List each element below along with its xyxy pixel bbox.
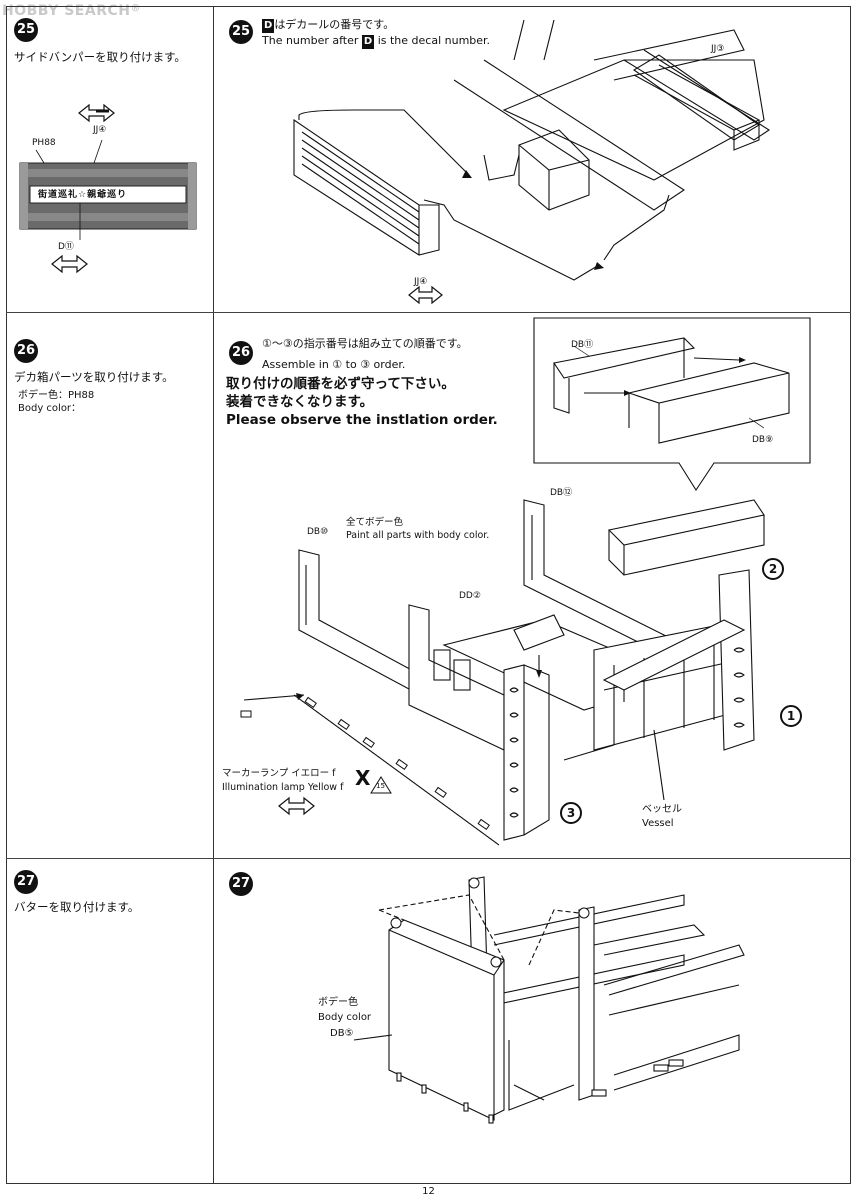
body-color-jp-27: ボデー色 — [318, 997, 358, 1008]
part-label-db5: DB⑤ — [330, 1028, 354, 1039]
vessel-assembly-diagram — [240, 499, 765, 846]
order-marker-2: 2 — [762, 558, 784, 580]
paint-note-jp: 全てボデー色 — [346, 517, 404, 528]
decal-text: 街道巡礼☆親爺巡り — [38, 190, 128, 200]
step-number-27-right: 27 — [229, 872, 253, 896]
decal-note-jp: はデカールの番号です。 — [274, 18, 395, 31]
decal-label-d11: D⑪ — [58, 242, 74, 252]
part-label-jj3: JJ③ — [711, 44, 725, 54]
step-divider-26 — [6, 858, 851, 859]
part-label-db11: DB⑪ — [571, 340, 594, 350]
part-label-db12: DB⑫ — [550, 488, 573, 498]
order-note-en: Assemble in ① to ③ order. — [262, 358, 406, 371]
chassis-bumper-diagram — [293, 19, 771, 305]
part-label-dd2: DD② — [459, 591, 481, 601]
watermark: HOBBY SEARCH® — [2, 3, 141, 19]
step-number-25-right: 25 — [229, 20, 253, 44]
step-number-26: 26 — [14, 339, 38, 363]
warning-triangle-icon — [370, 776, 392, 794]
step-27-instruction: バターを取り付けます。 — [14, 900, 140, 914]
decal-note-en-a: The number after — [262, 34, 362, 47]
decal-d-box-en: D — [361, 35, 375, 49]
inset-box-diagram — [533, 317, 811, 492]
step-26-instruction: デカ箱パーツを取り付けます。 — [14, 370, 174, 384]
step-number-26-right: 26 — [229, 341, 253, 365]
step-number-25: 25 — [14, 18, 38, 42]
side-bumper-diagram — [19, 103, 197, 274]
order-marker-1: 1 — [780, 705, 802, 727]
column-divider — [213, 6, 214, 1184]
warn-jp-2: 装着できなくなります。 — [226, 394, 374, 410]
step-25-instruction: サイドバンパーを取り付けます。 — [14, 50, 186, 64]
order-marker-3: 3 — [560, 802, 582, 824]
decal-d-box: D — [262, 19, 275, 33]
body-color-code: PH88 — [68, 390, 95, 401]
warning-number: 15 — [376, 782, 385, 790]
order-note-jp: ①～③の指示番号は組み立ての順番です。 — [262, 337, 468, 350]
vessel-jp: ベッセル — [642, 804, 682, 815]
step-number-27: 27 — [14, 870, 38, 894]
warn-en: Please observe the instlation order. — [226, 412, 498, 428]
warn-jp-1: 取り付けの順番を必ず守って下さい。 — [226, 376, 455, 392]
body-color-jp: ボデー色： — [18, 390, 68, 401]
page-frame — [6, 6, 851, 1184]
paint-note-en: Paint all parts with body color. — [346, 530, 490, 541]
vessel-en: Vessel — [642, 818, 674, 829]
part-label-jj4-right: JJ④ — [414, 277, 428, 287]
lamp-note-en: Illumination lamp Yellow f — [222, 782, 344, 793]
part-label-db10: DB⑩ — [307, 527, 329, 537]
color-code-ph88: PH88 — [32, 138, 56, 148]
step-divider-25 — [6, 312, 851, 313]
page-number: 12 — [422, 1186, 435, 1197]
body-color-en: Body color： — [18, 403, 82, 414]
gate-assembly-diagram — [353, 876, 745, 1124]
x-mark: X — [355, 766, 371, 790]
lamp-note-jp: マーカーランプ イエロー f — [222, 768, 336, 779]
decal-note-en-b: is the decal number. — [374, 34, 491, 47]
body-color-en-27: Body color — [318, 1012, 372, 1023]
part-label-jj4: JJ④ — [93, 125, 107, 135]
part-label-db9: DB⑨ — [752, 435, 774, 445]
